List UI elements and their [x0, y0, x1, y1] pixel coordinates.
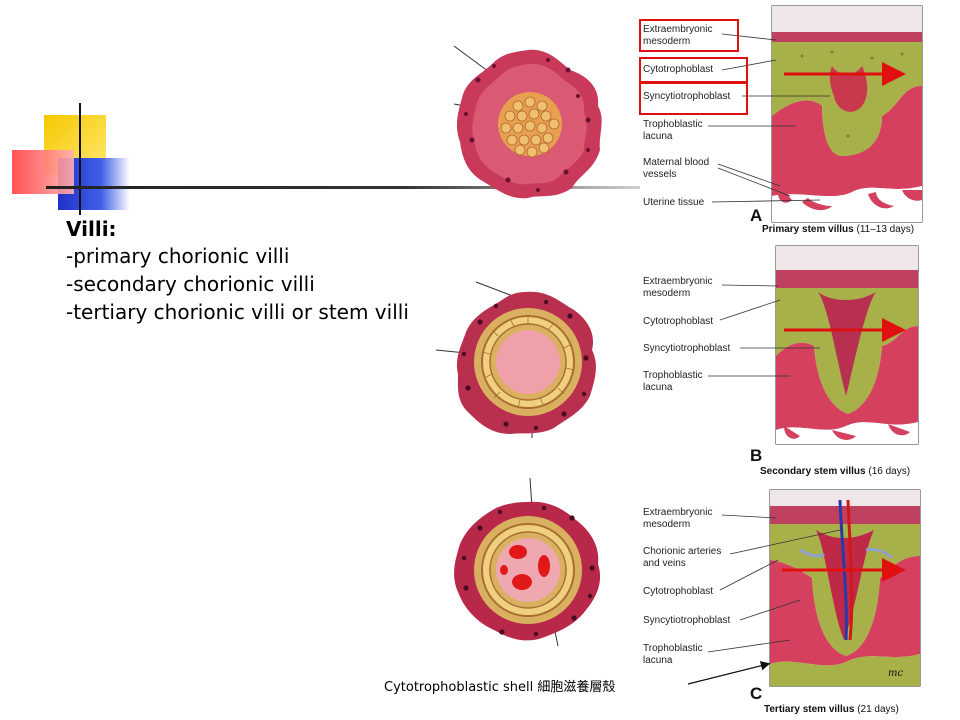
- shell-pointer-arrow: [687, 661, 771, 685]
- label-a-extraembryonic: Extraembryonic mesoderm: [643, 24, 713, 47]
- villi-heading: Villi:: [66, 217, 117, 241]
- label-c-extraembryonic: Extraembryonic mesoderm: [643, 507, 713, 530]
- label-b-cytotrophoblast: Cytotrophoblast: [643, 316, 714, 327]
- panel-a-caption-title: Primary stem villus: [762, 224, 854, 235]
- label-b-extraembryonic: Extraembryonic mesoderm: [643, 276, 713, 299]
- deco-horizontal-rule: [46, 186, 640, 189]
- panel-b-caption: Secondary stem villus (16 days): [760, 466, 910, 477]
- panel-c-caption-title: Tertiary stem villus: [764, 704, 855, 715]
- label-b-syncytiotrophoblast: Syncytiotrophoblast: [643, 343, 731, 354]
- panel-a-caption: Primary stem villus (11–13 days): [762, 224, 914, 235]
- panel-c-caption-days: (21 days): [857, 704, 899, 715]
- tertiary-stem-villus-diagram: mc: [769, 489, 921, 687]
- secondary-villus-cross-section: [435, 281, 596, 439]
- deco-vertical-line: [79, 103, 81, 215]
- villi-item-primary: -primary chorionic villi: [66, 244, 290, 268]
- tertiary-villus-cross-section: [454, 477, 601, 647]
- panel-b-letter: B: [750, 446, 763, 465]
- label-b-lacuna: Trophoblastic lacuna: [643, 370, 703, 393]
- cytotrophoblastic-shell-caption: Cytotrophoblastic shell 細胞滋養層殼: [384, 680, 616, 695]
- panel-c-letter: C: [750, 684, 763, 703]
- label-a-uterine: Uterine tissue: [643, 197, 705, 208]
- panel-a-letter: A: [750, 206, 763, 225]
- villi-list: Villi: -primary chorionic villi -seconda…: [66, 216, 446, 326]
- label-c-lacuna: Trophoblastic lacuna: [643, 643, 703, 666]
- panel-b-caption-days: (16 days): [868, 466, 911, 477]
- label-a-lacuna: Trophoblastic lacuna: [643, 119, 703, 142]
- highlight-box-extraembryonic: [639, 19, 739, 52]
- highlight-box-cytotrophoblast: [639, 57, 748, 83]
- highlight-box-syncytiotrophoblast: [639, 82, 748, 115]
- label-c-arteries: Chorionic arteries and veins: [643, 546, 722, 569]
- panel-b-caption-title: Secondary stem villus: [760, 466, 866, 477]
- secondary-stem-villus-diagram: [775, 245, 919, 445]
- label-c-syncytiotrophoblast: Syncytiotrophoblast: [643, 615, 731, 626]
- label-c-cytotrophoblast: Cytotrophoblast: [643, 586, 714, 597]
- villi-item-tertiary: -tertiary chorionic villi or stem villi: [66, 300, 409, 324]
- primary-villus-cross-section: [453, 45, 602, 199]
- artist-signature: mc: [888, 668, 903, 679]
- villi-item-secondary: -secondary chorionic villi: [66, 272, 315, 296]
- label-a-syncytiotrophoblast: Syncytiotrophoblast: [643, 91, 731, 102]
- primary-stem-villus-diagram: [771, 5, 923, 223]
- label-a-cytotrophoblast: Cytotrophoblast: [643, 64, 714, 75]
- panel-a-caption-days: (11–13 days): [856, 224, 915, 235]
- label-a-maternal-vessels: Maternal blood vessels: [643, 157, 710, 180]
- panel-c-caption: Tertiary stem villus (21 days): [764, 704, 899, 715]
